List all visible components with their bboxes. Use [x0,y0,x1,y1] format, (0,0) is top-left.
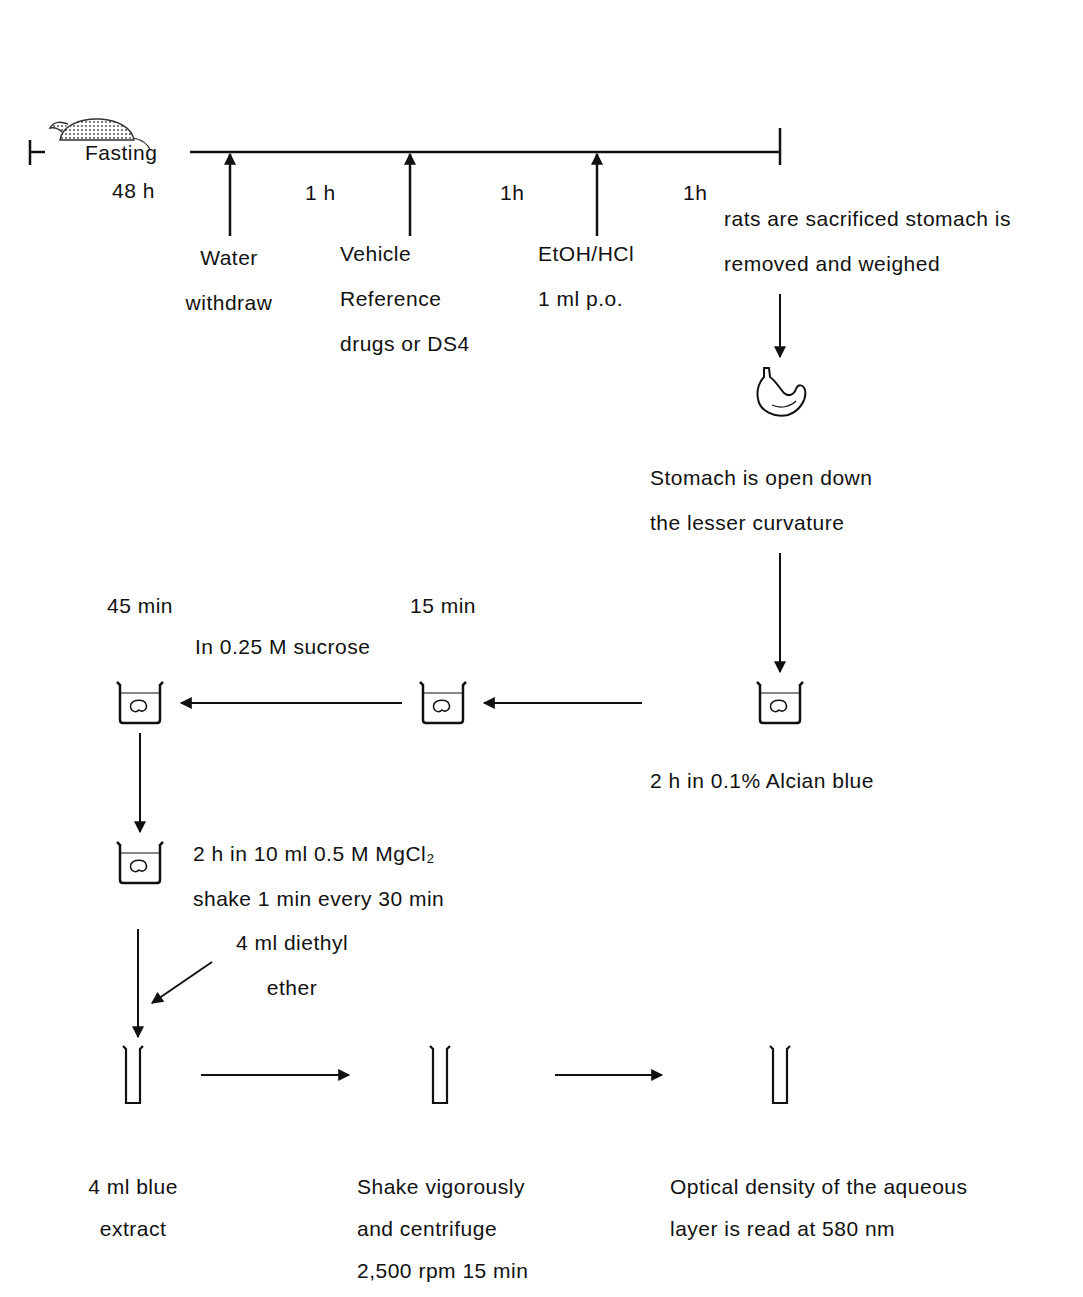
stomach-fold [772,401,796,407]
annotation-label: 48 h [112,168,155,213]
beaker-outline [757,682,803,723]
step-text: 2 h in 10 ml 0.5 M MgCl₂ shake 1 min eve… [193,831,463,921]
annotation-label: In 0.25 M sucrose [195,624,370,669]
annotation-label: 1h [500,170,524,215]
step-node: Shake vigorously and centrifuge 2,500 rp… [357,1045,547,1292]
tube-icon [429,1045,451,1105]
step-text: 45 min [107,583,173,628]
step-text: Stomach is open down the lesser curvatur… [650,455,890,545]
rat-head [50,122,68,132]
step-node: 4 ml blue extract [73,1045,193,1250]
tube-outline [430,1046,450,1103]
flow-arrow [484,702,642,704]
step-text: Optical density of the aqueous layer is … [670,1166,1010,1250]
rat-body [60,119,134,140]
flow-arrow [137,929,139,1037]
annotation-label: 1h [683,170,707,215]
tube-outline [770,1046,790,1103]
step-node: Optical density of the aqueous layer is … [670,1045,1010,1250]
step-node: 45 min [107,583,173,725]
tissue-piece [131,860,147,871]
timeline-arrow [596,154,599,236]
flow-arrow [779,553,781,672]
beaker-icon [755,680,805,725]
tissue-piece [131,700,147,711]
annotation-label: 1 h [305,170,336,215]
flow-arrow [139,733,141,832]
beaker-outline [420,682,466,723]
flow-arrow [779,294,781,357]
timeline-arrow [409,154,412,236]
tube-icon [122,1045,144,1105]
ether-arrow [152,962,212,1003]
timeline-line [30,151,45,154]
liquid-level [120,692,160,693]
flow-arrow [555,1074,662,1076]
step-node: rats are sacrificed stomach is removed a… [724,196,1076,286]
timeline-line [190,151,780,154]
beaker-icon [115,840,165,885]
annotation-label: Water withdraw [174,235,284,325]
annotation-label: Vehicle Reference drugs or DS4 [340,231,495,366]
annotation-label: 4 ml diethyl ether [227,920,357,1010]
beaker-icon [115,680,165,725]
step-text: Shake vigorously and centrifuge 2,500 rp… [357,1166,547,1292]
stomach-outline [757,368,805,416]
step-node: 2 h in 0.1% Alcian blue [650,680,910,803]
step-node: Stomach is open down the lesser curvatur… [650,365,890,545]
timeline-end-bar [779,128,782,165]
timeline-arrow [229,154,232,236]
beaker-outline [117,682,163,723]
beaker-outline [117,842,163,883]
flow-arrow [201,1074,349,1076]
tube-outline [123,1046,143,1103]
annotation-label: EtOH/HCl 1 ml p.o. [538,231,643,321]
tube-icon [769,1045,791,1105]
step-node: 15 min [410,583,476,725]
step-text: 4 ml blue extract [73,1166,193,1250]
liquid-level [120,852,160,853]
step-text: 2 h in 0.1% Alcian blue [650,758,910,803]
tissue-piece [434,700,450,711]
annotation-label: Fasting [85,130,157,175]
timeline [30,128,780,236]
flow-arrow [181,702,402,704]
step-text: rats are sacrificed stomach is removed a… [724,196,1076,286]
beaker-icon [418,680,468,725]
tissue-piece [771,700,787,711]
liquid-level [423,692,463,693]
liquid-level [760,692,800,693]
stomach-icon [750,365,810,420]
step-node: 2 h in 10 ml 0.5 M MgCl₂ shake 1 min eve… [115,840,463,921]
step-text: 15 min [410,583,476,628]
